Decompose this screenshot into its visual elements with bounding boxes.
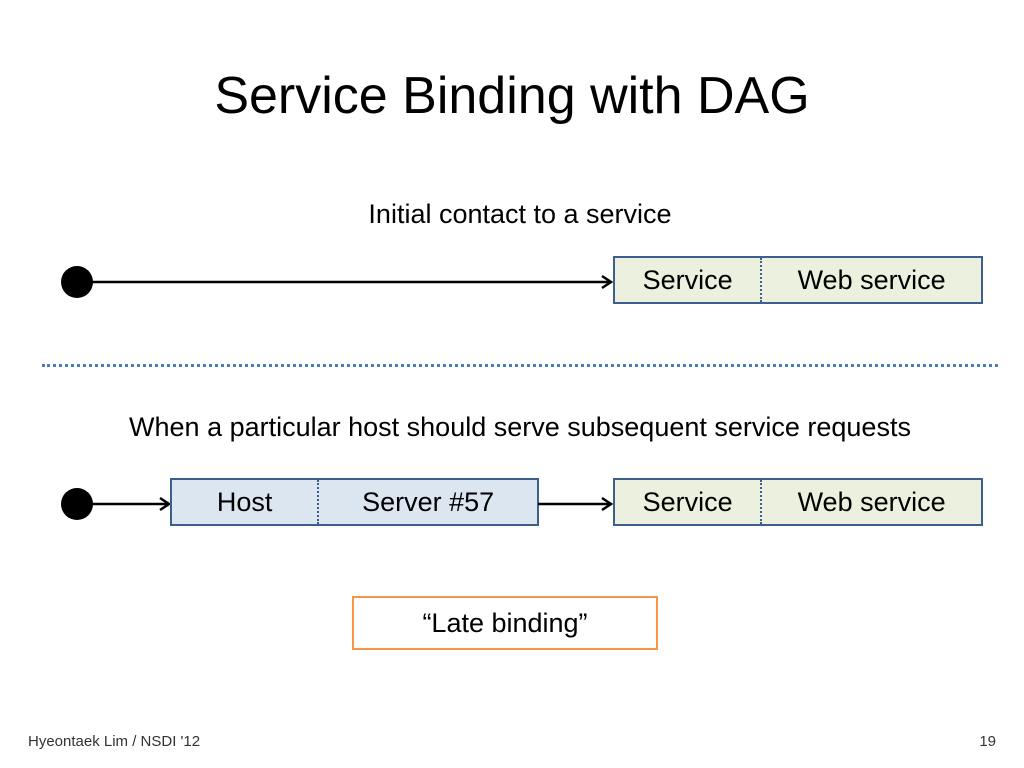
arrow-host-to-service bbox=[538, 496, 614, 512]
host-value-label: Server #57 bbox=[317, 480, 537, 524]
service-box-2: Service Web service bbox=[613, 478, 983, 526]
section-divider bbox=[42, 364, 998, 367]
service-type-label-1: Service bbox=[642, 264, 733, 295]
source-node-1 bbox=[61, 266, 93, 298]
section1-heading: Initial contact to a service bbox=[368, 199, 672, 229]
service-value-label-1: Web service bbox=[760, 258, 981, 302]
arrow-source-to-host bbox=[90, 496, 172, 512]
host-box: Host Server #57 bbox=[170, 478, 539, 526]
late-binding-note: “Late binding” bbox=[352, 596, 658, 650]
service-box-1: Service Web service bbox=[613, 256, 983, 304]
arrow-source-to-service-1 bbox=[90, 274, 614, 290]
source-node-2 bbox=[61, 488, 93, 520]
page-number: 19 bbox=[979, 733, 996, 750]
host-type-label: Host bbox=[216, 486, 273, 517]
footer-author: Hyeontaek Lim / NSDI '12 bbox=[28, 733, 201, 750]
slide-title: Service Binding with DAG bbox=[214, 67, 810, 125]
section2-heading: When a particular host should serve subs… bbox=[129, 412, 911, 442]
service-type-label-2: Service bbox=[642, 486, 733, 517]
service-value-label-2: Web service bbox=[760, 480, 981, 524]
